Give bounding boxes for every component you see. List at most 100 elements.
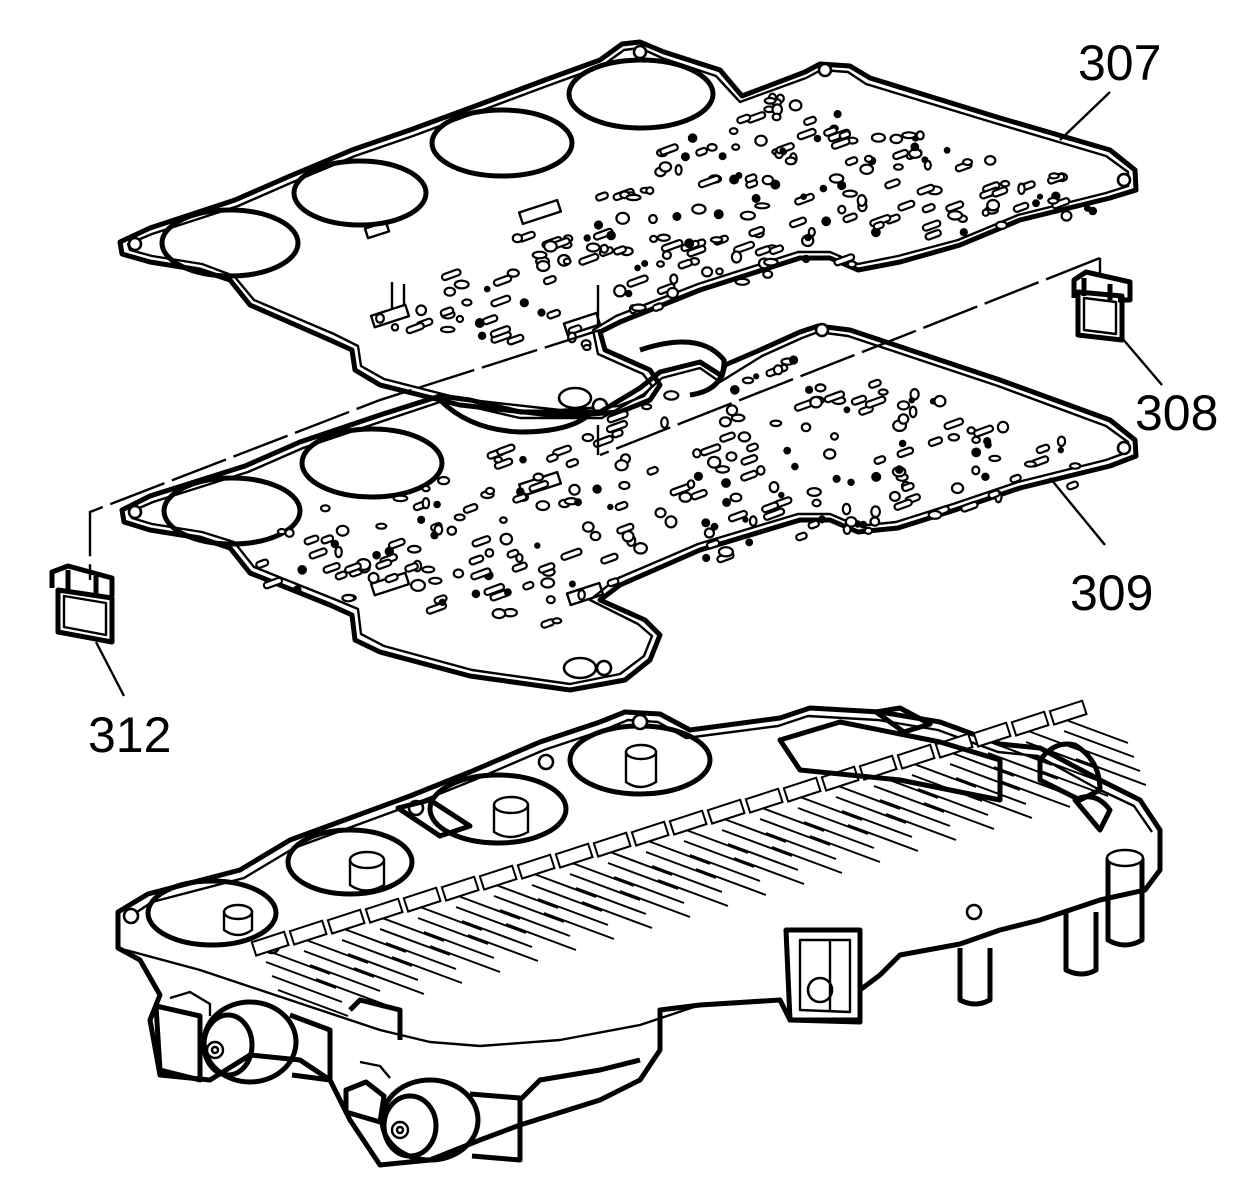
gasket-hole — [971, 447, 982, 458]
gasket-hole — [719, 431, 736, 443]
gasket-hole — [701, 518, 711, 528]
gasket-hole — [753, 373, 760, 380]
leader-307 — [1059, 91, 1111, 141]
gasket-hole — [877, 388, 889, 396]
valve-rib — [259, 947, 331, 975]
gasket-hole — [582, 343, 592, 352]
gasket-hole — [439, 325, 456, 334]
gasket-hole — [817, 515, 826, 524]
valve-rib — [461, 920, 533, 948]
lower-gasket-hole-field — [255, 355, 1082, 629]
gasket-hole — [923, 159, 932, 171]
gasket-hole — [506, 548, 520, 559]
gasket-hole — [1023, 460, 1037, 468]
gasket-hole — [761, 174, 775, 186]
gasket-hole — [737, 431, 752, 443]
gasket-hole — [847, 478, 855, 486]
gasket-hole — [842, 524, 852, 535]
gasket-hole — [898, 439, 907, 448]
gasket-hole — [439, 306, 455, 317]
gasket-hole — [1009, 473, 1022, 484]
valve-rib — [1025, 741, 1097, 769]
gasket-hole — [606, 230, 616, 241]
gasket-hole — [991, 186, 1009, 198]
gasket-hole — [791, 462, 799, 471]
gasket-hole — [804, 385, 814, 394]
valve-rib — [923, 802, 995, 830]
gasket-hole — [832, 474, 841, 483]
callout-312: 312 — [88, 707, 171, 763]
gasket-hole — [462, 503, 479, 514]
valve-rib — [803, 821, 875, 849]
gasket-hole — [725, 451, 738, 462]
gasket-hole — [655, 260, 665, 268]
gasket-hole — [973, 424, 995, 438]
gasket-hole — [471, 535, 492, 548]
gasket-hole — [489, 325, 512, 339]
gasket-hole — [961, 158, 973, 167]
gasket-hole — [592, 227, 614, 241]
valve-rib — [303, 950, 375, 978]
valve-rib — [809, 835, 881, 863]
gasket-hole — [334, 545, 343, 559]
gasket-hole — [392, 494, 409, 503]
valve-port — [592, 831, 632, 858]
valve-rib — [429, 945, 501, 973]
gasket-hole — [322, 561, 341, 574]
gasket-hole — [868, 378, 882, 389]
valve-rib — [1031, 755, 1103, 783]
gasket-hole — [863, 526, 874, 535]
valve-rib — [347, 953, 419, 981]
valve-rib — [885, 813, 957, 841]
valve-rib — [467, 934, 539, 962]
gasket-hole — [511, 233, 524, 244]
gasket-hole — [897, 199, 916, 212]
gasket-hole — [725, 404, 739, 417]
gasket-hole — [729, 174, 740, 185]
gasket-hole — [453, 279, 470, 290]
gasket-hole — [843, 406, 851, 414]
gasket-hole — [284, 527, 295, 538]
valve-port — [326, 908, 366, 935]
gasket-hole — [984, 154, 997, 166]
gasket-hole — [482, 314, 499, 326]
gasket-hole — [568, 483, 581, 496]
gasket-hole — [504, 589, 512, 597]
gasket-hole — [440, 268, 462, 282]
valve-port — [250, 930, 290, 957]
gasket-hole — [330, 539, 339, 549]
gasket-hole — [771, 112, 782, 122]
gasket-hole — [770, 179, 781, 190]
gasket-hole — [806, 487, 822, 498]
leader-308 — [1121, 337, 1163, 386]
valve-rib — [727, 843, 799, 871]
gasket-hole — [960, 500, 979, 513]
valve-rib — [505, 923, 577, 951]
valve-port — [972, 721, 1012, 748]
gasket-hole — [947, 210, 964, 221]
valve-rib — [309, 964, 381, 992]
gasket-hole — [901, 481, 915, 493]
valve-rib — [297, 936, 369, 964]
gasket-hole — [889, 133, 904, 145]
gasket-hole — [428, 576, 443, 585]
gasket-hole — [626, 274, 649, 288]
gasket-hole — [715, 465, 731, 474]
gasket-hole — [560, 547, 583, 561]
valve-rib — [315, 978, 387, 1006]
gasket-hole — [1083, 204, 1091, 212]
gasket-hole — [869, 516, 881, 527]
gasket-hole — [768, 481, 780, 494]
gasket-hole — [471, 589, 481, 599]
gasket-hole — [645, 186, 655, 196]
gasket-hole — [367, 571, 380, 584]
gasket-hole — [872, 220, 885, 231]
gasket-hole — [686, 479, 696, 490]
gasket-hole — [537, 562, 556, 574]
gasket-hole — [669, 273, 679, 285]
gasket-hole — [664, 515, 678, 529]
gasket-hole — [625, 193, 642, 202]
gasket-hole — [687, 133, 698, 143]
gasket-hole — [438, 598, 447, 607]
gasket-hole — [634, 264, 641, 272]
